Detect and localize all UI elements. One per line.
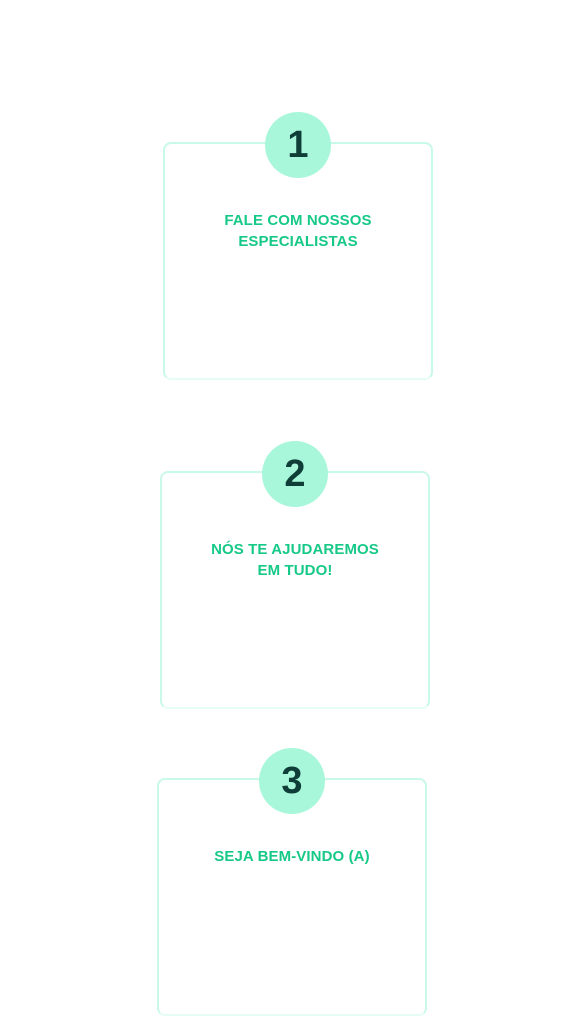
step-3: 3 SEJA BEM-VINDO (A) [157,748,427,1016]
step-card: 3 SEJA BEM-VINDO (A) [157,748,427,1016]
step-number-badge: 2 [262,441,328,507]
step-title-line: ESPECIALISTAS [238,233,358,250]
step-title: NÓS TE AJUDAREMOS EM TUDO! [162,539,428,581]
step-title-line: EM TUDO! [257,562,333,579]
step-card: 2 NÓS TE AJUDAREMOS EM TUDO! [160,441,430,709]
step-card: 1 FALE COM NOSSOS ESPECIALISTAS [163,112,433,380]
step-2: 2 NÓS TE AJUDAREMOS EM TUDO! [160,441,430,709]
step-title: SEJA BEM-VINDO (A) [159,846,425,867]
step-title: FALE COM NOSSOS ESPECIALISTAS [165,210,431,252]
step-title-line: SEJA BEM-VINDO (A) [214,848,370,865]
step-title-line: FALE COM NOSSOS [224,212,372,229]
step-number-badge: 1 [265,112,331,178]
step-1: 1 FALE COM NOSSOS ESPECIALISTAS [163,112,433,380]
step-number-badge: 3 [259,748,325,814]
step-title-line: NÓS TE AJUDAREMOS [211,541,379,558]
